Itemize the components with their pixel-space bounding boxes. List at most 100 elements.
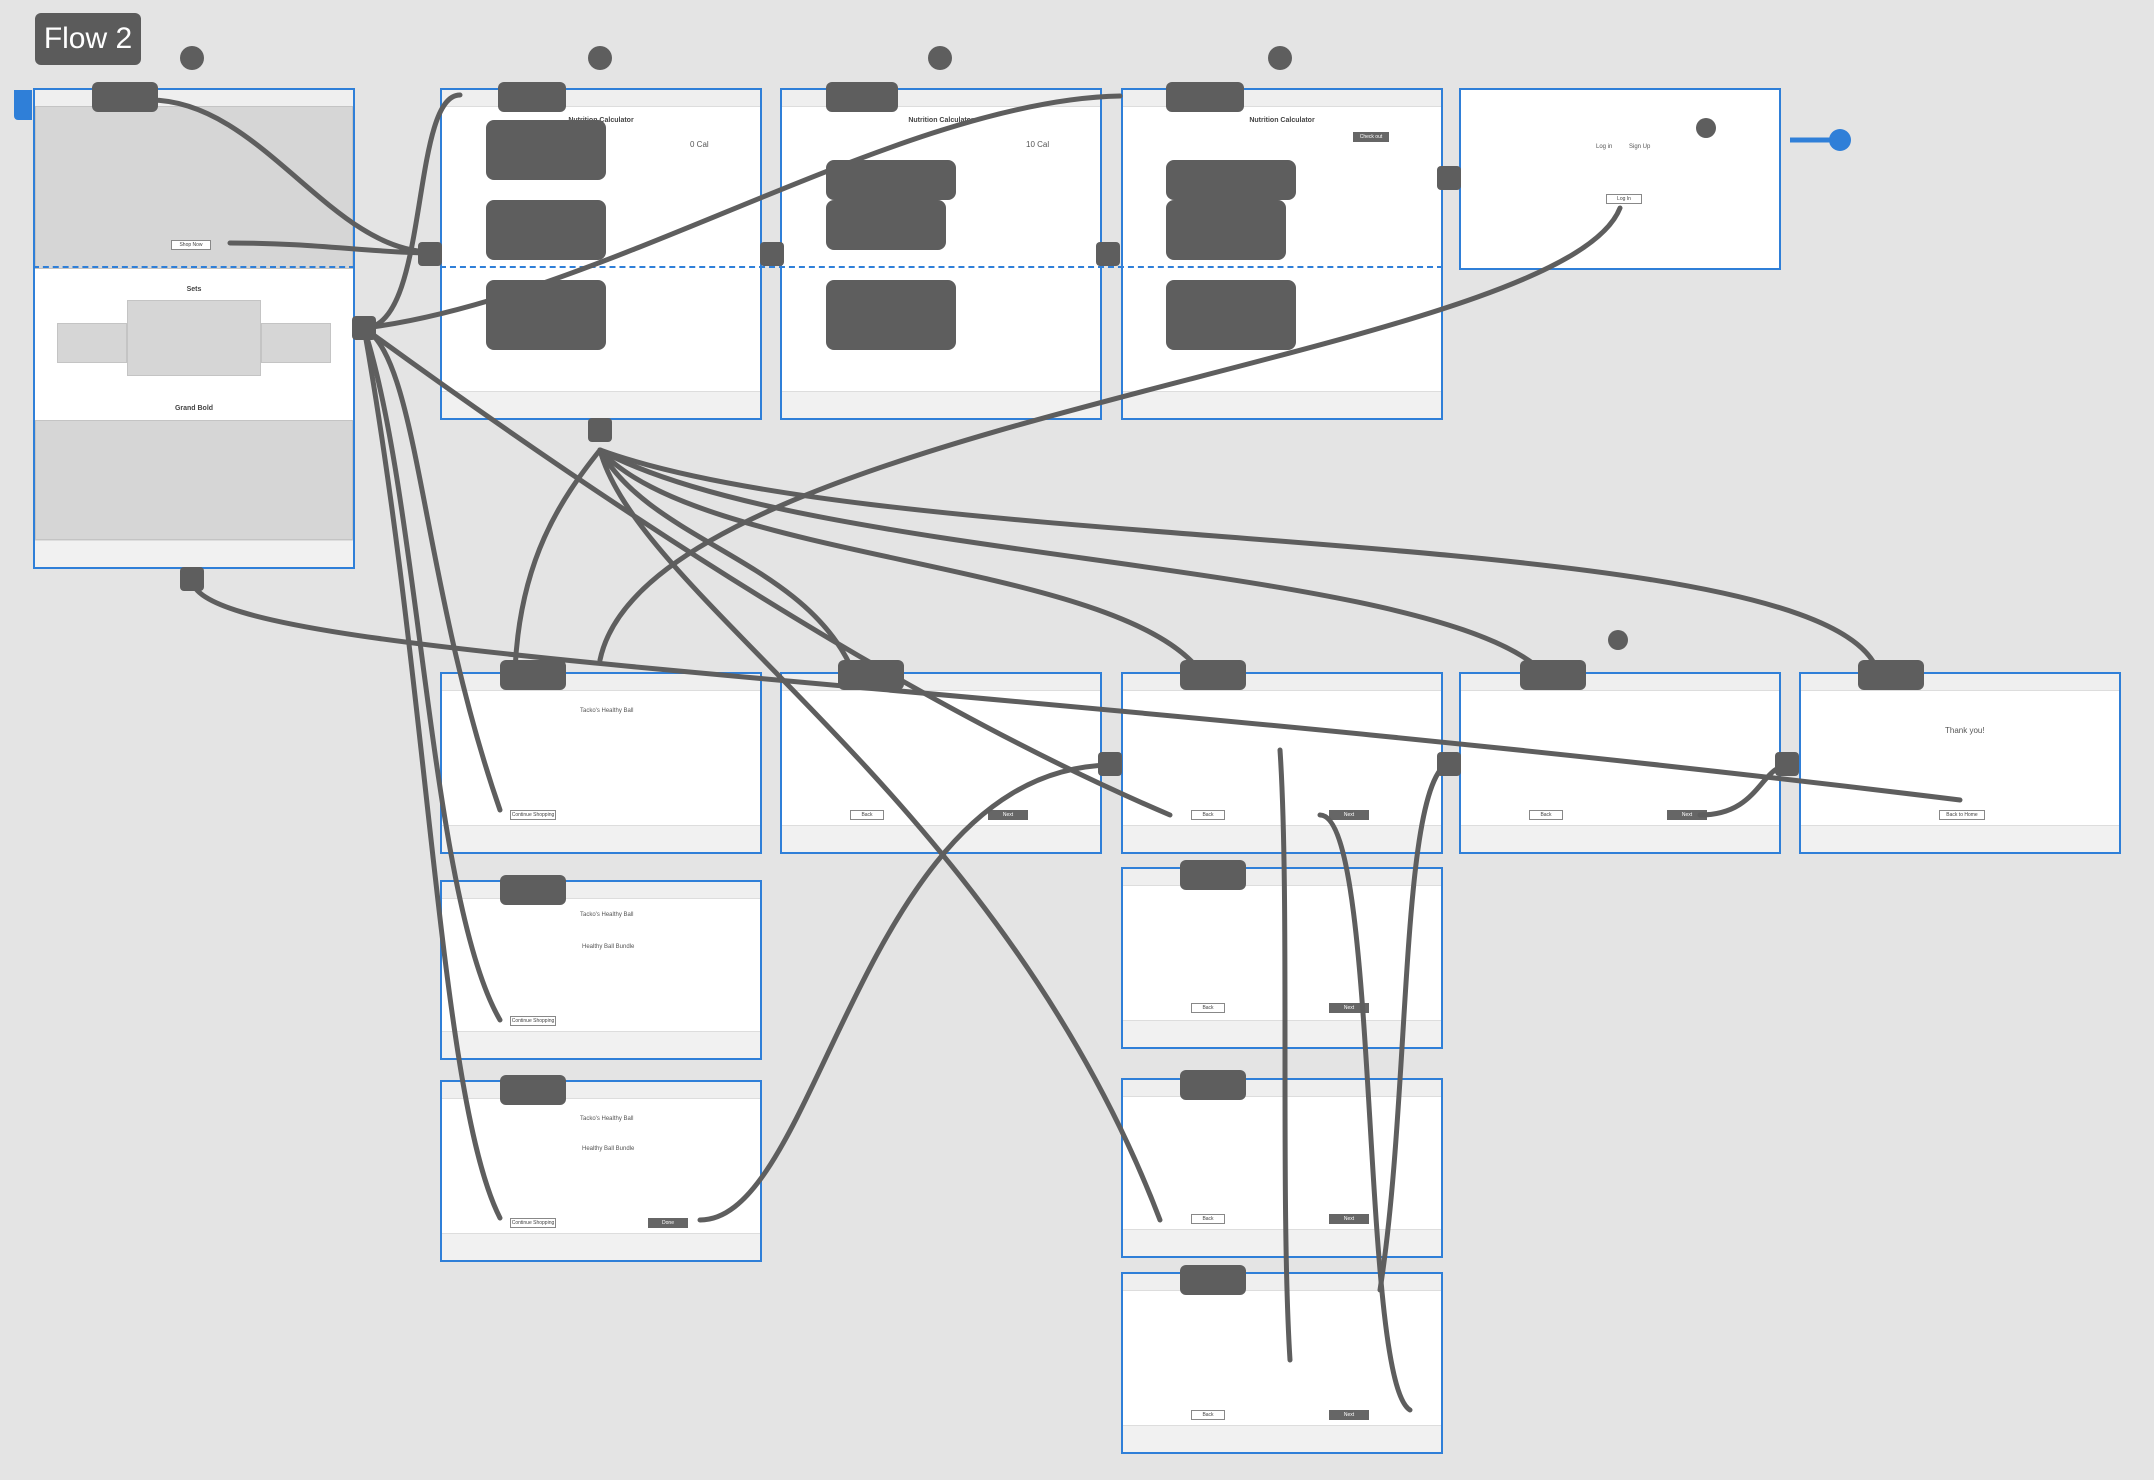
hotspot-cluster bbox=[838, 660, 904, 690]
back-button[interactable]: Back bbox=[1191, 810, 1225, 820]
hotspot-block bbox=[486, 200, 606, 260]
hotspot-block bbox=[486, 280, 606, 350]
fold-line bbox=[440, 266, 1443, 268]
hotspot-dot bbox=[928, 46, 952, 70]
next-button[interactable]: Next bbox=[1667, 810, 1707, 820]
site-footer bbox=[442, 825, 760, 852]
hotspot-cluster bbox=[92, 82, 158, 112]
continue-shopping-button[interactable]: Continue Shopping bbox=[510, 810, 556, 820]
section-subtitle: Grand Bold bbox=[174, 405, 214, 412]
site-footer bbox=[442, 391, 760, 418]
section-title: Sets bbox=[186, 286, 202, 293]
back-button[interactable]: Back bbox=[1191, 1214, 1225, 1224]
calculator-title: Nutrition Calculator bbox=[1249, 117, 1315, 124]
artboard-thanks[interactable]: Thank you! Back to Home bbox=[1799, 672, 2121, 854]
product-image-left bbox=[57, 323, 127, 363]
site-footer bbox=[1123, 1020, 1441, 1047]
connector-path bbox=[361, 92, 463, 331]
back-button[interactable]: Back bbox=[1191, 1410, 1225, 1420]
site-footer bbox=[1123, 1425, 1441, 1452]
hotspot-block bbox=[826, 280, 956, 350]
connector-path bbox=[1277, 747, 1293, 1363]
site-footer bbox=[442, 1233, 760, 1260]
site-footer bbox=[782, 391, 1100, 418]
checkout-button[interactable]: Check out bbox=[1353, 132, 1389, 142]
nav-arrow-right bbox=[1096, 242, 1120, 266]
flow-end-marker bbox=[1829, 129, 1851, 151]
connector-path bbox=[147, 97, 433, 255]
artboard-checkout-4[interactable]: Back Next bbox=[1121, 1272, 1443, 1454]
connector-path bbox=[361, 325, 503, 813]
nav-arrow-up bbox=[588, 418, 612, 442]
next-button[interactable]: Next bbox=[1329, 1003, 1369, 1013]
next-button[interactable]: Next bbox=[1329, 810, 1369, 820]
site-footer bbox=[35, 540, 353, 567]
next-button[interactable]: Next bbox=[1329, 1410, 1369, 1420]
connector-path bbox=[597, 447, 1538, 668]
connector-path bbox=[697, 762, 1113, 1223]
product-title: Tacko's Healthy Ball bbox=[580, 1116, 634, 1122]
hotspot-dot bbox=[588, 46, 612, 70]
hotspot-cluster bbox=[1180, 860, 1246, 890]
hotspot-dot bbox=[1696, 118, 1716, 138]
site-footer bbox=[1461, 825, 1779, 852]
shop-now-button[interactable]: Shop Now bbox=[171, 240, 211, 250]
artboard-home[interactable]: Shop Now Sets Grand Bold bbox=[33, 88, 355, 569]
artboard-cart-2[interactable]: Tacko's Healthy Ball Healthy Ball Bundle… bbox=[440, 880, 762, 1060]
back-button[interactable]: Back bbox=[850, 810, 884, 820]
login-tab[interactable]: Log in bbox=[1596, 144, 1613, 150]
next-button[interactable]: Next bbox=[988, 810, 1028, 820]
continue-shopping-button[interactable]: Continue Shopping bbox=[510, 1016, 556, 1026]
connector-path bbox=[361, 325, 503, 1221]
connector-path bbox=[512, 447, 603, 673]
product-title: Tacko's Healthy Ball bbox=[580, 912, 634, 918]
calculator-title: Nutrition Calculator bbox=[908, 117, 974, 124]
hotspot-cluster bbox=[1180, 1265, 1246, 1295]
back-button[interactable]: Back bbox=[1529, 810, 1563, 820]
site-footer bbox=[782, 825, 1100, 852]
hotspot-cluster bbox=[1180, 660, 1246, 690]
artboard-payment[interactable]: Back Next bbox=[780, 672, 1102, 854]
hotspot-block bbox=[1166, 280, 1296, 350]
back-button[interactable]: Back bbox=[1191, 1003, 1225, 1013]
flow-title[interactable]: Flow 2 bbox=[35, 13, 141, 65]
hotspot-dot bbox=[1608, 630, 1628, 650]
connector-path bbox=[597, 205, 1623, 663]
site-footer bbox=[442, 1031, 760, 1058]
feature-image-placeholder bbox=[35, 420, 353, 540]
connector-path bbox=[1377, 762, 1448, 1293]
done-button[interactable]: Done bbox=[648, 1218, 688, 1228]
flow-start-marker bbox=[14, 90, 32, 120]
continue-shopping-button[interactable]: Continue Shopping bbox=[510, 1218, 556, 1228]
fold-line bbox=[33, 266, 355, 268]
connector-path bbox=[361, 93, 1123, 331]
signup-tab[interactable]: Sign Up bbox=[1629, 144, 1651, 150]
artboard-calc-2[interactable]: Nutrition Calculator 10 Cal bbox=[780, 88, 1102, 420]
hotspot-cluster bbox=[500, 1075, 566, 1105]
hotspot-cluster bbox=[500, 660, 566, 690]
hotspot-block bbox=[826, 200, 946, 250]
hotspot-cluster bbox=[1858, 660, 1924, 690]
artboard-cart-1[interactable]: Tacko's Healthy Ball Continue Shopping bbox=[440, 672, 762, 854]
connector-path bbox=[361, 325, 1173, 818]
connector-path bbox=[227, 240, 433, 256]
bundle-title: Healthy Ball Bundle bbox=[582, 1146, 635, 1152]
hotspot-cluster bbox=[826, 82, 898, 112]
product-image-right bbox=[261, 323, 331, 363]
next-button[interactable]: Next bbox=[1329, 1214, 1369, 1224]
connector-path bbox=[1317, 812, 1413, 1413]
hotspot-block bbox=[1166, 160, 1296, 200]
login-button[interactable]: Log In bbox=[1606, 194, 1642, 204]
connector-path bbox=[597, 447, 1878, 668]
connector-path bbox=[361, 325, 503, 1023]
artboard-login[interactable]: Log in Sign Up Log In bbox=[1459, 88, 1781, 270]
hotspot-dot bbox=[180, 46, 204, 70]
connector-path bbox=[597, 447, 1198, 668]
hotspot-block bbox=[486, 120, 606, 180]
back-to-home-button[interactable]: Back to Home bbox=[1939, 810, 1985, 820]
hotspot-dot bbox=[1268, 46, 1292, 70]
artboard-cart-3[interactable]: Tacko's Healthy Ball Healthy Ball Bundle… bbox=[440, 1080, 762, 1262]
thank-you-heading: Thank you! bbox=[1945, 726, 1985, 735]
